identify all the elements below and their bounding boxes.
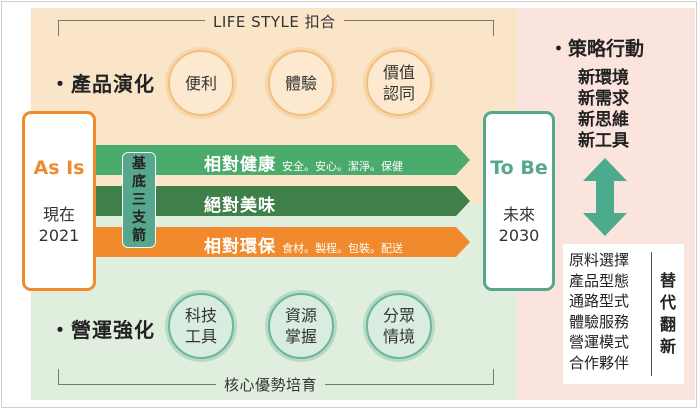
product-evolution-title: ・產品演化 <box>50 72 155 96</box>
circle-value-recognition: 價值 認同 <box>366 50 432 116</box>
arrow-eco-sub: 食材。製程。包裝。配送 <box>282 242 403 255</box>
replacement-divider <box>651 252 652 376</box>
replacement-item: 營運模式 <box>569 333 630 351</box>
arrow-health <box>90 145 470 175</box>
lifestyle-bracket-label: LIFE STYLE 扣合 <box>205 11 344 32</box>
strategy-list: 新環境 新需求 新思維 新工具 <box>578 68 629 152</box>
replacement-item: 通路型式 <box>569 292 630 310</box>
core-advantage-bracket-label: 核心優勢培育 <box>216 374 326 395</box>
strategy-title: ・策略行動 <box>549 38 645 60</box>
as-is-year: 現在 2021 <box>38 205 80 245</box>
arrow-eco <box>90 227 470 257</box>
replacement-label: 替代翻新 <box>659 271 676 356</box>
pillar-label: 基底三支箭 <box>132 156 146 244</box>
replacement-item: 原料選擇 <box>569 251 630 269</box>
arrow-eco-text: 相對環保食材。製程。包裝。配送 <box>204 232 403 257</box>
circle-resource-control: 資源 掌握 <box>268 293 334 359</box>
circle-tech-tools: 科技 工具 <box>168 293 234 359</box>
three-arrows-pillar: 基底三支箭 <box>122 152 156 248</box>
strategy-item: 新思維 <box>578 110 629 130</box>
circle-segment-scenario: 分眾 情境 <box>366 293 432 359</box>
as-is-heading: As Is <box>33 157 85 179</box>
to-be-year: 未來 2030 <box>498 205 540 245</box>
replacement-item: 合作夥伴 <box>569 353 630 372</box>
strategy-double-arrow <box>583 158 627 236</box>
circle-convenience: 便利 <box>168 50 234 116</box>
replacement-item: 體驗服務 <box>569 312 630 331</box>
to-be-box: To Be 未來 2030 <box>483 111 555 291</box>
arrow-health-label: 相對健康 <box>204 155 276 175</box>
arrow-taste <box>90 186 470 216</box>
to-be-heading: To Be <box>490 157 548 179</box>
arrow-eco-label: 相對環保 <box>204 237 276 257</box>
circle-experience: 體驗 <box>268 50 334 116</box>
operations-title: ・營運強化 <box>50 318 155 342</box>
arrow-taste-text: 絕對美味 <box>204 191 276 216</box>
replacement-item: 產品型態 <box>569 271 630 290</box>
strategy-item: 新需求 <box>578 89 629 109</box>
arrow-taste-label: 絕對美味 <box>204 196 276 216</box>
strategy-item: 新環境 <box>578 68 629 88</box>
arrow-health-text: 相對健康安全。安心。潔淨。保健 <box>204 150 403 175</box>
arrow-health-sub: 安全。安心。潔淨。保健 <box>282 160 403 173</box>
as-is-box: As Is 現在 2021 <box>22 111 96 291</box>
replacement-list: 原料選擇 產品型態 通路型式 體驗服務 營運模式 合作夥伴 <box>569 250 629 373</box>
replacement-box: 原料選擇 產品型態 通路型式 體驗服務 營運模式 合作夥伴 替代翻新 <box>563 244 684 384</box>
strategy-item: 新工具 <box>578 131 629 151</box>
